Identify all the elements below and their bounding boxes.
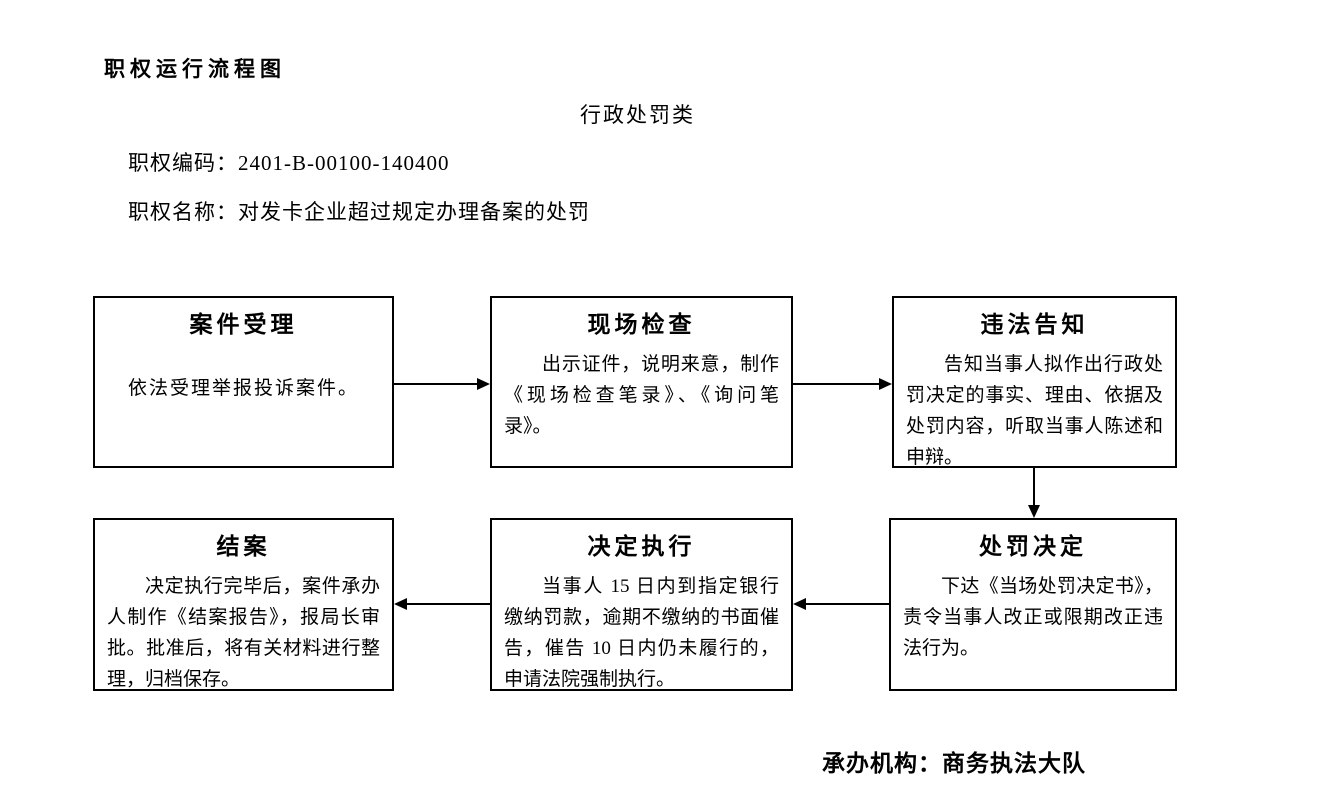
arrow-right-icon <box>477 378 490 390</box>
flow-box-decision-execution: 决定执行 当事人 15 日内到指定银行缴纳罚款，逾期不缴纳的书面催告，催告 10… <box>490 518 793 691</box>
arrow-left-icon <box>394 598 407 610</box>
flow-box-violation-notice: 违法告知 告知当事人拟作出行政处罚决定的事实、理由、依据及处罚内容，听取当事人陈… <box>892 296 1177 468</box>
box-title-penalty-decision: 处罚决定 <box>979 533 1087 559</box>
undertaking-agency-row: 承办机构：商务执法大队 <box>822 744 1086 778</box>
box-body-decision-execution: 当事人 15 日内到指定银行缴纳罚款，逾期不缴纳的书面催告，催告 10 日内仍未… <box>504 576 779 690</box>
box-title-decision-execution: 决定执行 <box>587 533 696 559</box>
authority-name-row: 职权名称：对发卡企业超过规定办理备案的处罚 <box>128 196 590 226</box>
arrow-down-icon <box>1028 505 1040 518</box>
arrow-shaft <box>394 383 478 385</box>
box-body-violation-notice: 告知当事人拟作出行政处罚决定的事实、理由、依据及处罚内容，听取当事人陈述和申辩。 <box>906 354 1163 468</box>
box-title-site-inspection: 现场检查 <box>587 311 696 337</box>
authority-name-label: 职权名称： <box>128 200 238 224</box>
page-title: 职权运行流程图 <box>104 57 286 81</box>
authority-code-value: 2401-B-00100-140400 <box>238 151 450 175</box>
box-body-case-acceptance: 依法受理举报投诉案件。 <box>127 378 359 399</box>
flow-box-penalty-decision: 处罚决定 下达《当场处罚决定书》，责令当事人改正或限期改正违法行为。 <box>889 518 1177 691</box>
box-body-penalty-decision: 下达《当场处罚决定书》，责令当事人改正或限期改正违法行为。 <box>903 576 1163 659</box>
arrow-shaft <box>1033 468 1035 505</box>
category-heading: 行政处罚类 <box>580 103 695 127</box>
flow-box-case-acceptance: 案件受理 依法受理举报投诉案件。 <box>93 296 394 468</box>
authority-code-row: 职权编码：2401-B-00100-140400 <box>128 147 450 177</box>
arrow-right-icon <box>879 378 892 390</box>
undertaking-agency-label: 承办机构： <box>822 750 942 776</box>
authority-code-label: 职权编码： <box>128 151 238 175</box>
box-title-violation-notice: 违法告知 <box>980 311 1089 337</box>
box-title-case-closing: 结案 <box>216 533 271 559</box>
authority-name-value: 对发卡企业超过规定办理备案的处罚 <box>238 200 590 224</box>
box-body-case-closing: 决定执行完毕后，案件承办人制作《结案报告》，报局长审批。批准后，将有关材料进行整… <box>107 576 380 690</box>
flow-box-case-closing: 结案 决定执行完毕后，案件承办人制作《结案报告》，报局长审批。批准后，将有关材料… <box>93 518 394 691</box>
box-title-case-acceptance: 案件受理 <box>189 311 298 337</box>
box-body-site-inspection: 出示证件，说明来意，制作《现场检查笔录》、《询问笔录》。 <box>504 354 779 437</box>
undertaking-agency-value: 商务执法大队 <box>942 750 1086 776</box>
arrow-left-icon <box>793 598 806 610</box>
arrow-shaft <box>793 383 879 385</box>
arrow-shaft <box>407 603 490 605</box>
arrow-shaft <box>806 603 889 605</box>
flow-box-site-inspection: 现场检查 出示证件，说明来意，制作《现场检查笔录》、《询问笔录》。 <box>490 296 793 468</box>
